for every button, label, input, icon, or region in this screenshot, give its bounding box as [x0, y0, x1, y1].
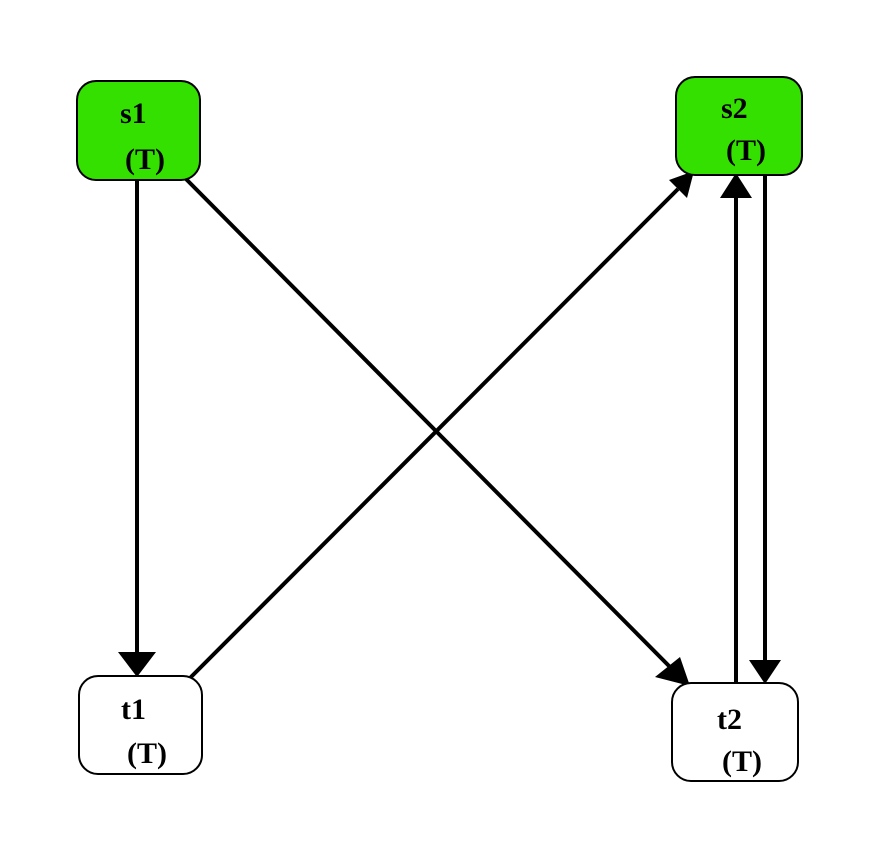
edge-t1-s2	[187, 187, 680, 681]
arrowhead-t2-from-s2	[749, 660, 781, 684]
node-t2: t2 (T)	[671, 682, 799, 782]
node-s2-name: s2	[721, 92, 748, 125]
arrowhead-t2-from-s1	[655, 657, 690, 686]
arrowhead-s2-from-t1	[669, 171, 694, 198]
node-t1-label: (T)	[127, 737, 167, 770]
node-s1: s1 (T)	[76, 80, 201, 181]
node-s1-name: s1	[120, 97, 147, 130]
arrowhead-s2-from-t2	[720, 173, 752, 198]
arrowhead-t1	[118, 652, 156, 677]
node-s2-label: (T)	[726, 134, 766, 167]
node-t2-label: (T)	[722, 745, 762, 778]
edge-s1-t2	[184, 177, 674, 671]
node-t2-name: t2	[717, 703, 742, 736]
node-t1-name: t1	[121, 693, 146, 726]
node-t1: t1 (T)	[78, 675, 203, 775]
node-s1-label: (T)	[125, 143, 165, 176]
node-s2: s2 (T)	[675, 76, 803, 176]
